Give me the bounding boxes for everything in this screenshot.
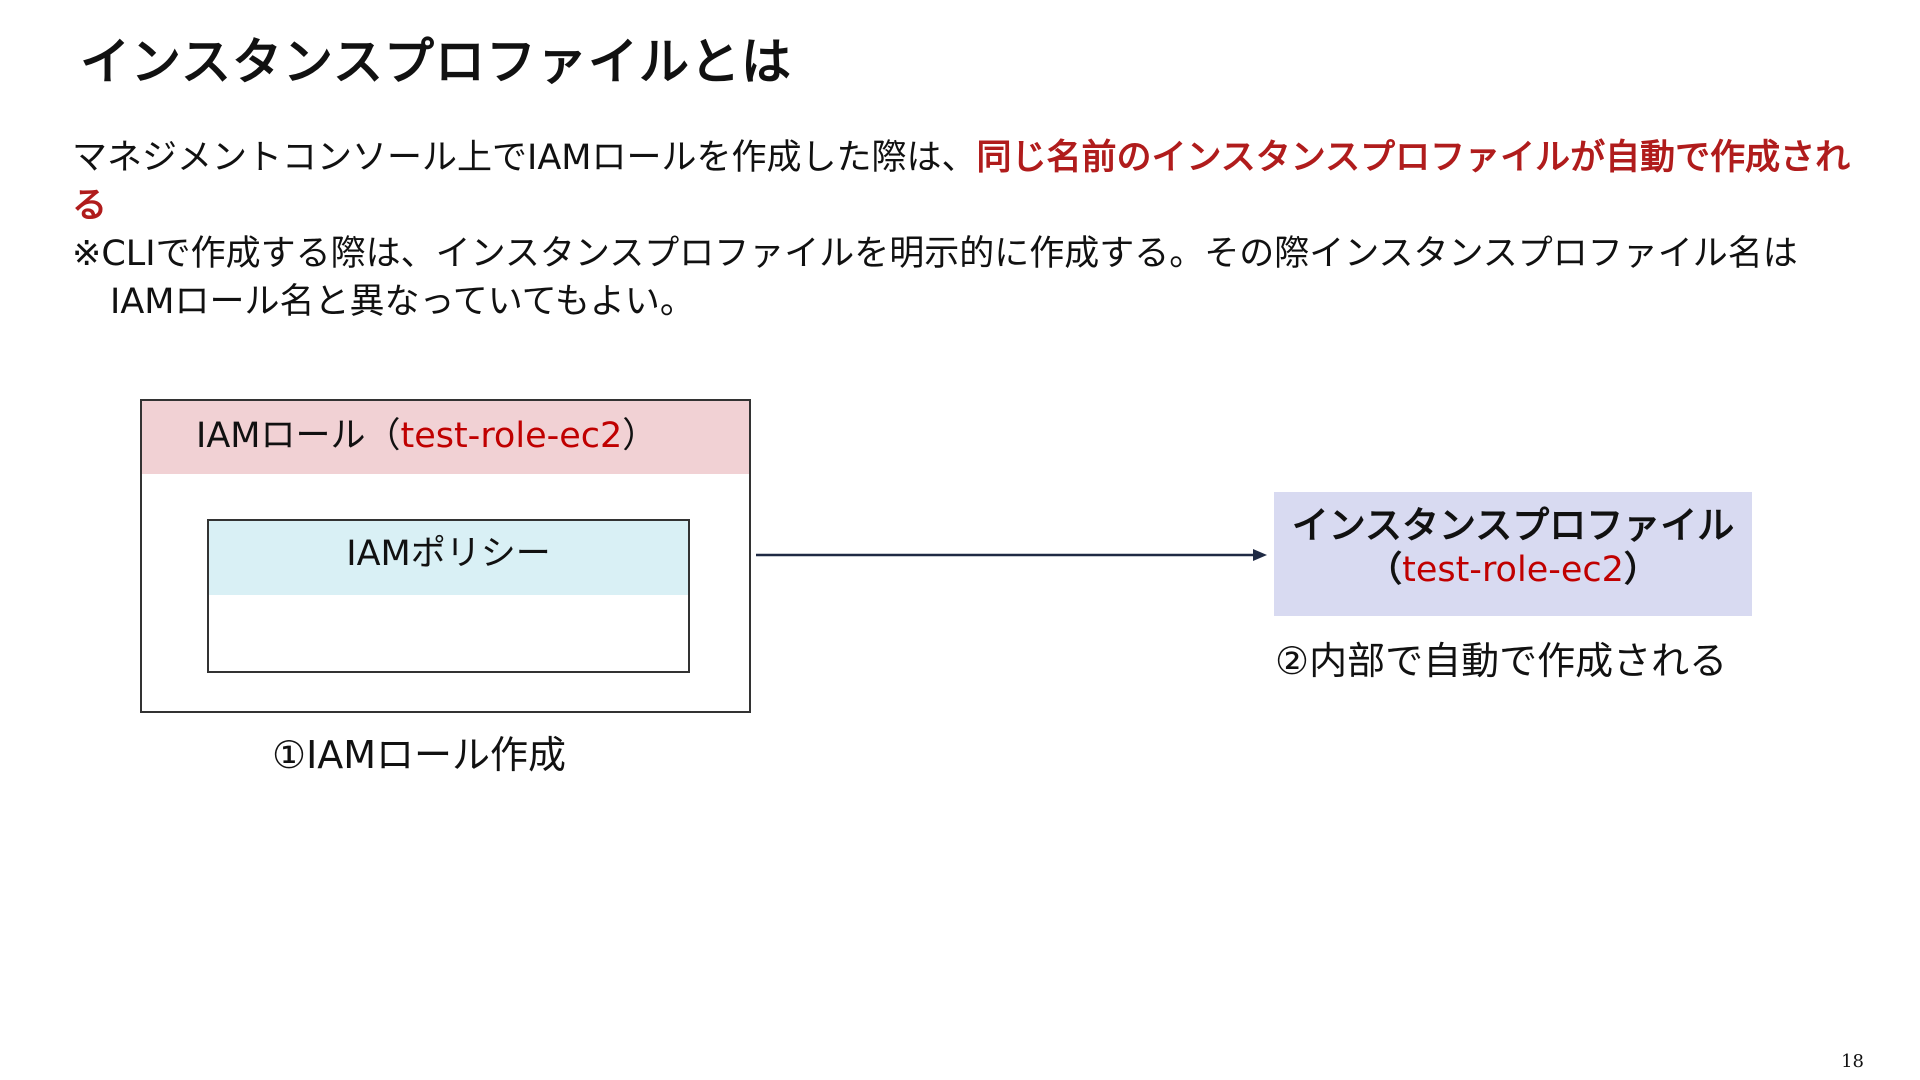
iam-role-label: IAMロール（test-role-ec2） [196,401,657,471]
iam-role-box: IAMロール（test-role-ec2） IAMポリシー [140,399,751,713]
iam-policy-box: IAMポリシー [207,519,690,673]
instance-profile-box: インスタンスプロファイル （test-role-ec2） [1274,492,1752,616]
slide-title: インスタンスプロファイルとは [80,33,792,91]
instance-profile-title: インスタンスプロファイル [1291,504,1735,547]
iam-role-name: test-role-ec2 [400,416,623,456]
instance-profile-paren-open: （ [1367,550,1403,590]
page-number: 18 [1841,1051,1864,1072]
intro-emphasis-text: 同じ名前のインスタンスプロファイルが自動で作成される [72,138,1851,226]
iam-role-caption: ①IAMロール作成 [272,733,567,777]
iam-policy-label: IAMポリシー [209,521,688,595]
intro-plain-text: マネジメントコンソール上でIAMロールを作成した際は、 [72,138,977,178]
intro-paragraph: マネジメントコンソール上でIAMロールを作成した際は、同じ名前のインスタンスプロ… [72,134,1862,230]
instance-profile-name-line: （test-role-ec2） [1274,548,1752,592]
iam-role-label-suffix: ） [622,416,658,456]
cli-note: ※CLIで作成する際は、インスタンスプロファイルを明示的に作成する。その際インス… [72,234,1798,322]
iam-role-label-prefix: IAMロール（ [196,416,401,456]
body-text: マネジメントコンソール上でIAMロールを作成した際は、同じ名前のインスタンスプロ… [72,134,1862,326]
creation-arrow [756,549,1267,561]
iam-role-header: IAMロール（test-role-ec2） [142,401,749,474]
instance-profile-caption: ②内部で自動で作成される [1275,639,1728,683]
arrow-head [1253,549,1267,561]
instance-profile-name: test-role-ec2 [1402,550,1624,590]
instance-profile-paren-close: ） [1623,550,1659,590]
